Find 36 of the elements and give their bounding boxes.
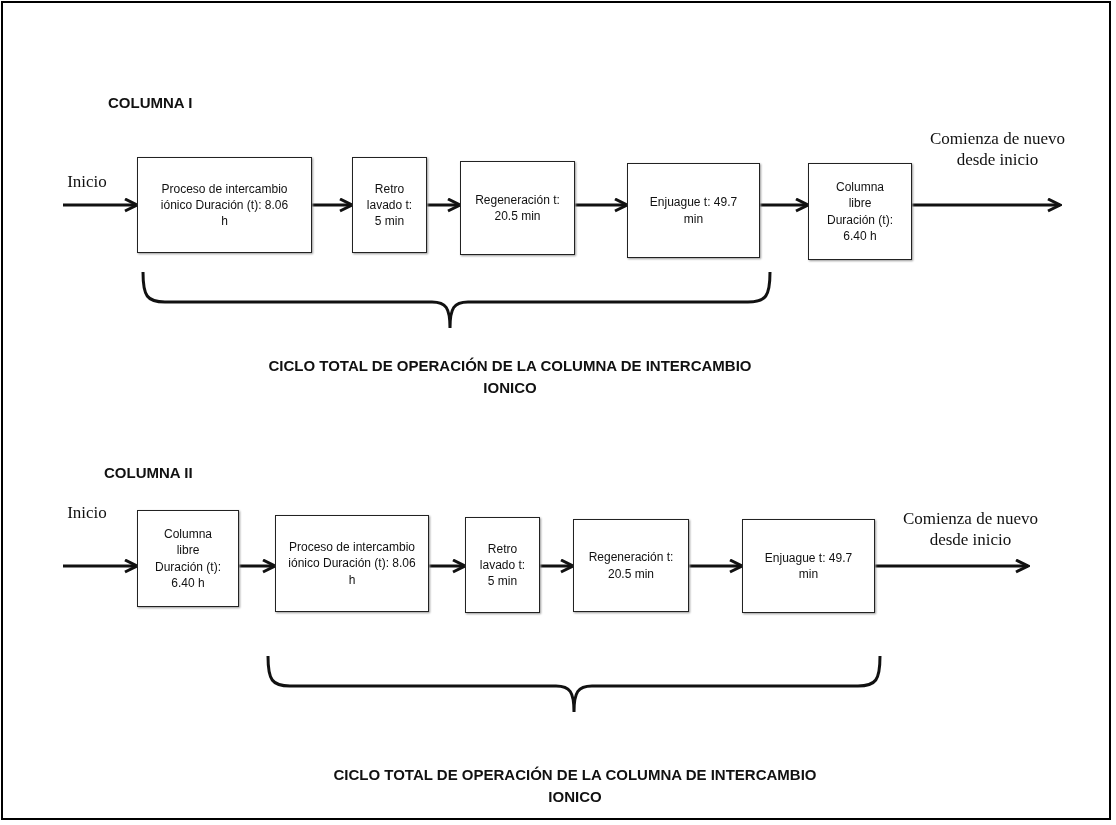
cycle-caption: CICLO TOTAL DE OPERACIÓN DE LA COLUMNA DE INTERCAMBIO IONICO: [267, 356, 753, 398]
section-title: COLUMNA II: [104, 463, 194, 483]
step-text: Proceso de intercambio iónico Duración (t): 8.06 h: [159, 180, 290, 230]
arrow: [912, 197, 1062, 213]
process-box: [137, 510, 239, 607]
arrow: [540, 558, 575, 574]
process-box: [460, 161, 575, 255]
step-text: Enjuague t: 49.7 min: [763, 549, 854, 583]
process-box: [352, 157, 427, 253]
arrow: [575, 197, 629, 213]
process-box: [808, 163, 912, 260]
step-text: Enjuague t: 49.7 min: [648, 194, 739, 227]
process-box: [573, 519, 689, 612]
process-box: [742, 519, 875, 613]
section-title: COLUMNA I: [108, 93, 194, 113]
arrow: [63, 197, 139, 213]
arrow: [63, 558, 139, 574]
step-text: Columna libre Duración (t): 6.40 h: [154, 526, 222, 591]
process-box: [465, 517, 540, 613]
arrow: [429, 558, 467, 574]
arrow: [689, 558, 744, 574]
process-box: [627, 163, 760, 258]
arrow: [239, 558, 277, 574]
arrow: [312, 197, 354, 213]
arrow: [875, 558, 1030, 574]
cycle-caption: CICLO TOTAL DE OPERACIÓN DE LA COLUMNA DE INTERCAMBIO IONICO: [332, 765, 818, 807]
step-text: Retro lavado t: 5 min: [478, 540, 527, 590]
arrow: [427, 197, 462, 213]
arrow: [760, 197, 810, 213]
process-box: [275, 515, 429, 612]
process-box: [137, 157, 312, 253]
step-text: Proceso de intercambio iónico Duración (t): 8.06 h: [287, 539, 417, 588]
step-text: Regeneración t: 20.5 min: [474, 191, 561, 225]
step-text: Retro lavado t: 5 min: [365, 180, 414, 230]
step-text: Regeneración t: 20.5 min: [587, 549, 675, 582]
step-text: Columna libre Duración (t): 6.40 h: [826, 179, 894, 244]
